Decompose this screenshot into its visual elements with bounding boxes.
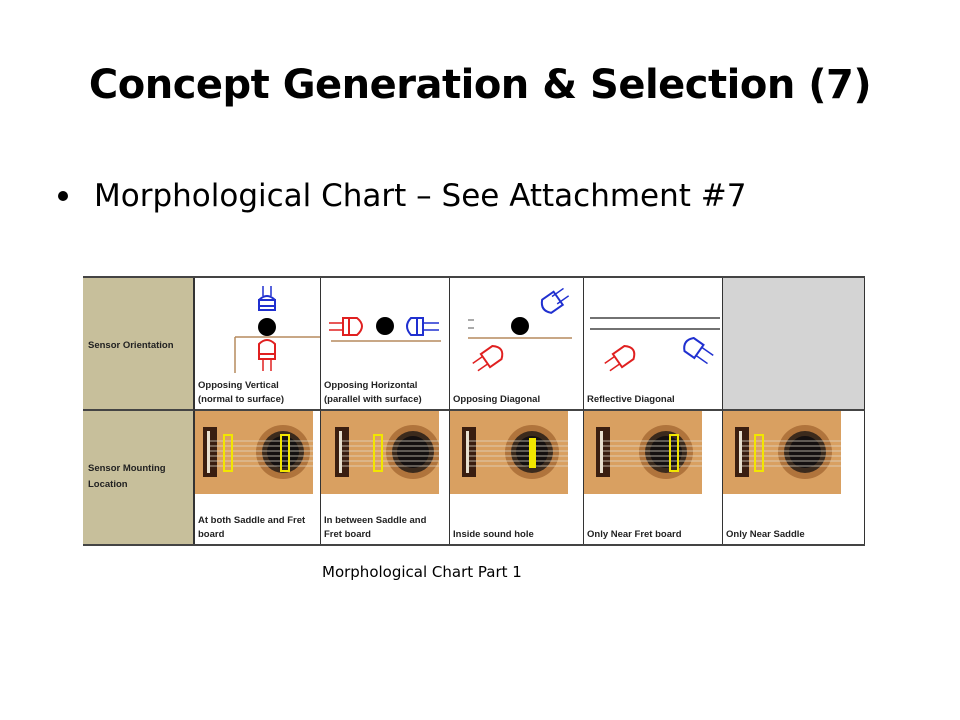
slide-title: Concept Generation & Selection (7) [88,62,872,108]
option-opposing-horizontal: Opposing Horizontal (parallel with surfa… [321,278,450,411]
bullet-text: Morphological Chart – See Attachment #7 [94,178,747,214]
option-near-fret-board: Only Near Fret board [584,411,723,544]
row-header-label: Sensor Orientation [88,340,174,351]
option-opposing-vertical: Opposing Vertical (normal to surface) [195,278,321,411]
option-caption: Opposing Horizontal (parallel with surfa… [324,380,422,405]
bullet-item: Morphological Chart – See Attachment #7 [58,178,746,214]
option-caption: Inside sound hole [453,529,534,540]
option-between-saddle-and-fret: In between Saddle and Fret board [321,411,450,544]
option-caption: In between Saddle and Fret board [324,515,427,540]
opposing-horizontal-diagram [329,317,441,342]
opposing-vertical-diagram [234,286,320,373]
figure-caption: Morphological Chart Part 1 [322,563,522,581]
option-reflective-diagonal: Reflective Diagonal [584,278,723,411]
bullet-dot [58,191,68,201]
morphological-chart: Sensor Orientation Opposing Vertical (no… [83,276,865,546]
option-caption: Reflective Diagonal [587,394,675,405]
option-near-saddle: Only Near Saddle [723,411,865,544]
row-header-sensor-orientation: Sensor Orientation [83,278,195,411]
guitar-photo [321,411,439,494]
guitar-photo [584,411,702,494]
guitar-photo [450,411,568,494]
row-header-label-line1: Sensor Mounting [88,463,166,474]
option-caption: Opposing Diagonal [453,394,541,405]
reflective-diagonal-diagram [590,317,720,372]
option-inside-sound-hole: Inside sound hole [450,411,584,544]
option-caption: Only Near Fret board [587,529,682,540]
option-caption: Opposing Vertical (normal to surface) [198,380,285,405]
option-caption: At both Saddle and Fret board [198,515,306,540]
row-header-label-line2: Location [88,479,128,490]
guitar-photo [723,411,841,494]
option-caption: Only Near Saddle [726,529,805,540]
empty-cell [723,278,865,411]
guitar-photo [195,411,313,494]
row-header-sensor-mounting: Sensor Mounting Location [83,411,195,544]
option-saddle-and-fret: At both Saddle and Fret board [195,411,321,544]
option-opposing-diagonal: Opposing Diagonal [450,278,584,411]
opposing-diagonal-diagram [468,287,572,372]
